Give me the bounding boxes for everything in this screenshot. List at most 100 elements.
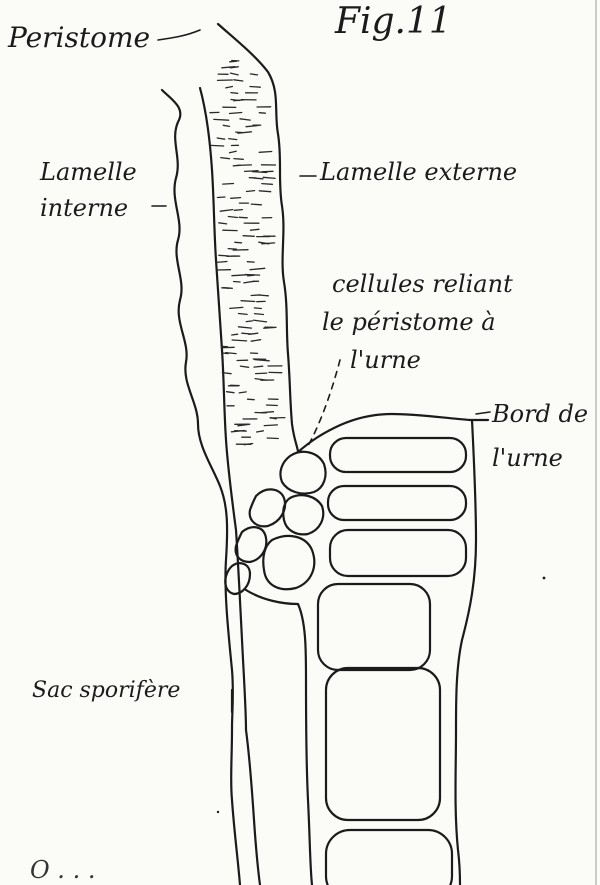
hatch-stroke xyxy=(264,327,276,328)
figure-title: Fig.11 xyxy=(335,4,452,40)
hatch-stroke xyxy=(259,191,270,192)
hatch-stroke xyxy=(214,119,229,120)
hatch-stroke xyxy=(250,87,260,88)
hatch-stroke xyxy=(251,295,260,296)
hatch-stroke xyxy=(244,281,255,283)
hatch-stroke xyxy=(217,138,225,139)
hatch-stroke xyxy=(234,80,243,81)
label-peristome: Peristome xyxy=(8,24,150,52)
hatch-stroke xyxy=(227,392,235,393)
peristome-hatching xyxy=(210,61,285,445)
urne-top-border xyxy=(298,414,488,452)
hatch-stroke xyxy=(228,249,236,250)
label-cellules-line2: le péristome à xyxy=(322,310,496,334)
hatch-stroke xyxy=(263,177,275,178)
hatch-stroke xyxy=(250,74,257,75)
link-cell-4 xyxy=(236,527,267,562)
urne-cell-6 xyxy=(326,830,452,885)
hatch-stroke xyxy=(239,314,248,315)
hatch-stroke xyxy=(219,223,227,224)
hatch-stroke xyxy=(217,262,227,263)
hatch-stroke xyxy=(254,320,267,322)
hatch-stroke xyxy=(240,366,248,367)
hatch-stroke xyxy=(239,392,246,393)
spot-mark xyxy=(543,577,546,580)
hatch-stroke xyxy=(264,425,277,426)
hatch-stroke xyxy=(250,268,265,269)
hatch-stroke xyxy=(254,366,263,367)
label-lamelle-interne-line1: Lamelle xyxy=(40,160,137,184)
hatch-stroke xyxy=(230,307,243,308)
hatch-stroke xyxy=(217,197,225,198)
lamelle-externe-outline xyxy=(218,24,298,452)
urne-cell-5 xyxy=(326,668,440,820)
hatch-stroke xyxy=(230,151,237,153)
hatch-stroke xyxy=(226,87,233,88)
urne-cell-3 xyxy=(330,530,466,576)
hatch-stroke xyxy=(232,334,238,335)
hatch-stroke xyxy=(223,184,234,185)
hatch-stroke xyxy=(231,93,238,94)
label-bord-line1: Bord de xyxy=(492,402,588,426)
hatch-stroke xyxy=(259,113,265,114)
hatch-stroke xyxy=(267,438,278,439)
hatch-stroke xyxy=(262,184,273,185)
hatch-stroke xyxy=(246,321,252,322)
hatch-stroke xyxy=(241,301,255,302)
hatch-stroke xyxy=(220,210,233,212)
hatch-stroke xyxy=(223,125,229,126)
hatch-stroke xyxy=(235,242,242,243)
hatch-stroke xyxy=(232,340,247,341)
urne-cell-4 xyxy=(318,584,430,670)
link-cell-3 xyxy=(283,495,323,534)
label-cellules-line1: cellules reliant xyxy=(332,272,513,296)
link-cell-5 xyxy=(263,536,314,589)
hatch-stroke xyxy=(248,275,255,276)
hatch-stroke xyxy=(237,165,251,166)
hatch-stroke xyxy=(257,431,264,432)
link-cell-1 xyxy=(280,452,325,494)
hatch-stroke xyxy=(230,61,237,62)
hatch-stroke xyxy=(248,399,255,400)
hatch-stroke xyxy=(234,282,241,283)
hatch-stroke xyxy=(223,288,232,289)
hatch-stroke xyxy=(229,139,237,140)
hatch-stroke xyxy=(254,308,261,309)
sac-wall-inner xyxy=(246,730,260,885)
hatch-stroke xyxy=(256,373,267,374)
label-lamelle-externe: Lamelle externe xyxy=(320,160,517,184)
label-lamelle-interne-line2: interne xyxy=(40,196,128,220)
spot-mark xyxy=(217,811,219,813)
hatch-stroke xyxy=(231,198,241,199)
hatch-stroke xyxy=(259,242,269,244)
hatch-stroke xyxy=(232,275,247,276)
hatch-stroke xyxy=(259,152,272,153)
hatch-stroke xyxy=(238,327,251,328)
label-bord-line2: l'urne xyxy=(492,446,563,470)
hatch-stroke xyxy=(240,119,250,120)
hatch-stroke xyxy=(251,204,261,205)
hatch-stroke xyxy=(255,314,264,315)
hatch-stroke xyxy=(247,191,255,192)
hatch-stroke xyxy=(242,333,251,334)
hatch-stroke xyxy=(211,145,224,146)
hatch-stroke xyxy=(245,171,258,172)
hatch-stroke xyxy=(267,405,278,406)
hatch-stroke xyxy=(234,210,242,211)
hatch-stroke xyxy=(231,73,239,75)
leader-bord xyxy=(476,412,490,414)
hatch-stroke xyxy=(251,340,261,342)
lamelle-interne-outline xyxy=(162,90,233,728)
leader-peristome xyxy=(158,30,200,40)
sac-wall-outer xyxy=(231,728,240,885)
hatch-stroke xyxy=(231,100,239,101)
urne-cell-2 xyxy=(328,486,466,520)
hatch-stroke xyxy=(251,229,260,230)
hatch-stroke xyxy=(228,217,237,218)
urne-cell-1 xyxy=(330,438,466,472)
hatch-stroke xyxy=(262,171,273,172)
label-bottom-partial: O . . . xyxy=(30,858,95,882)
hatch-stroke xyxy=(239,217,247,218)
label-cellules-line3: l'urne xyxy=(350,348,421,372)
